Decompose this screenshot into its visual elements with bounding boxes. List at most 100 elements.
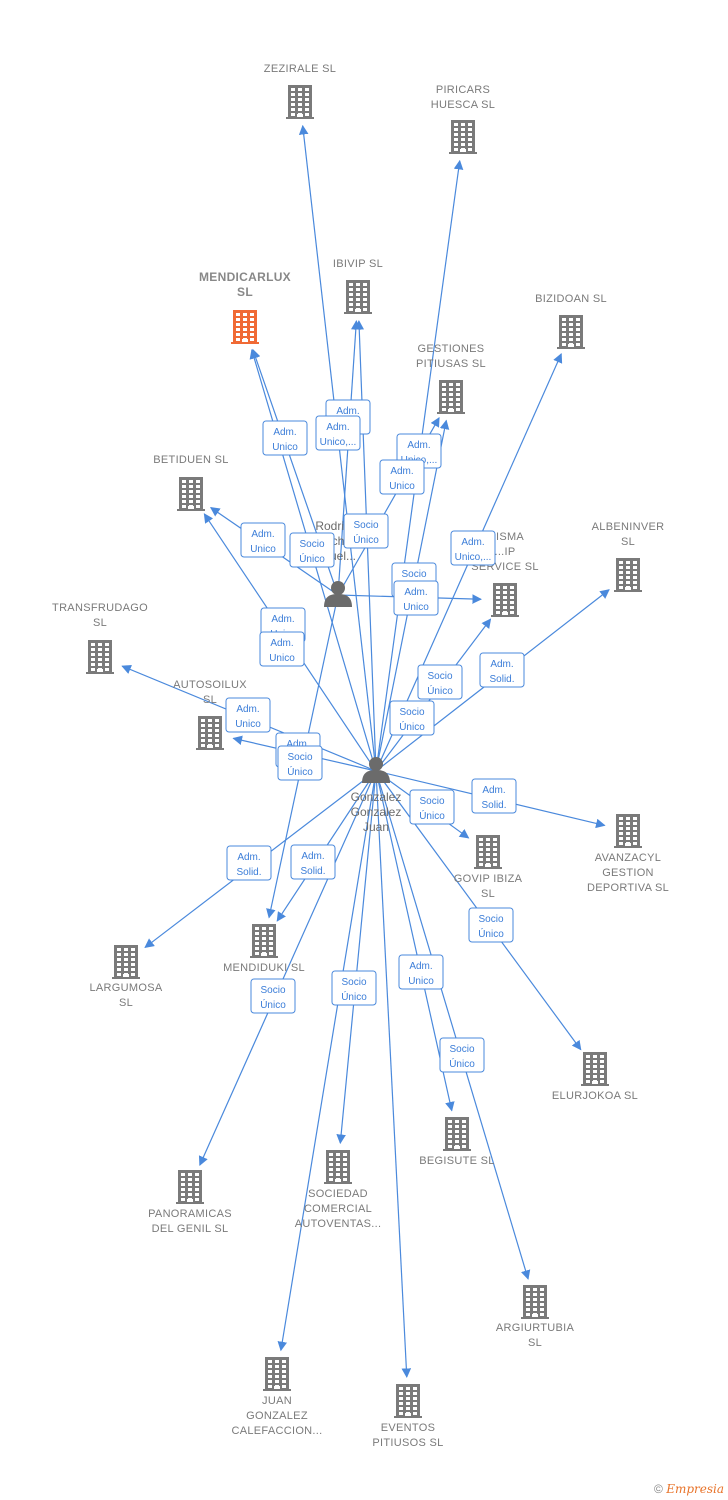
edge-role-text: Único	[427, 684, 453, 697]
edge-role-text: Único	[353, 533, 379, 546]
edge-role-label[interactable]: Adm.Unico	[398, 954, 444, 990]
edge-role-text: Socio	[427, 671, 452, 682]
edge-role-text: Socio	[401, 569, 426, 580]
company-node-juangonzalez[interactable]: JUANGONZALEZCALEFACCION...	[232, 1357, 323, 1437]
edge-role-text: Solid.	[236, 867, 261, 878]
edge-role-text: Adm.	[270, 638, 293, 649]
edge-role-label[interactable]: Adm.Solid.	[226, 845, 272, 881]
building-icon[interactable]	[614, 558, 642, 592]
edge-role-text: Socio	[419, 796, 444, 807]
footer-brand[interactable]: © Empresia	[654, 1482, 724, 1496]
edge-role-text: Adm.	[482, 785, 505, 796]
edge-role-text: Adm.	[251, 529, 274, 540]
building-icon[interactable]	[324, 1150, 352, 1184]
person-icon	[324, 581, 352, 607]
building-icon[interactable]	[614, 814, 642, 848]
building-icon[interactable]	[86, 640, 114, 674]
edge-role-label[interactable]: Adm.Unico	[259, 631, 305, 667]
company-label: MENDIDUKI SL	[223, 962, 305, 974]
company-label: PITIUSAS SL	[416, 358, 486, 370]
edge-role-label[interactable]: Adm.Unico,...	[450, 530, 496, 566]
company-label: ALBENINVER	[592, 521, 665, 533]
edge-role-label[interactable]: Adm.Unico	[240, 522, 286, 558]
edge-role-text: Unico	[408, 976, 434, 987]
company-label: SL	[119, 997, 133, 1009]
building-icon[interactable]	[263, 1357, 291, 1391]
company-node-bizidoan[interactable]: BIZIDOAN SL	[535, 293, 607, 349]
building-icon[interactable]	[177, 477, 205, 511]
building-icon[interactable]	[196, 716, 224, 750]
building-icon[interactable]	[443, 1117, 471, 1151]
building-icon[interactable]	[449, 120, 477, 154]
company-node-elurjokoa[interactable]: ELURJOKOA SL	[552, 1052, 638, 1102]
relation-edge	[336, 770, 377, 1145]
edge-role-text: Solid.	[489, 674, 514, 685]
company-label: AVANZACYL	[595, 852, 661, 864]
company-node-sociedad[interactable]: SOCIEDADCOMERCIALAUTOVENTAS...	[295, 1150, 382, 1230]
company-label: PITIUSOS SL	[372, 1437, 443, 1449]
edge-role-label[interactable]: Adm.Solid.	[479, 652, 525, 688]
company-node-zezirale[interactable]: ZEZIRALE SL	[264, 63, 336, 119]
edge-role-text: Unico	[272, 442, 298, 453]
company-label: SL	[237, 285, 253, 299]
edge-role-label[interactable]: Adm.Unico	[393, 580, 439, 616]
building-icon[interactable]	[176, 1170, 204, 1204]
company-label: ZEZIRALE SL	[264, 63, 336, 75]
building-icon[interactable]	[557, 315, 585, 349]
building-icon[interactable]	[286, 85, 314, 119]
edge-role-label[interactable]: Adm. Solid.	[290, 844, 336, 880]
building-icon[interactable]	[474, 835, 502, 869]
company-node-ibivip[interactable]: IBIVIP SL	[333, 258, 383, 314]
building-icon[interactable]	[394, 1384, 422, 1418]
edge-role-label[interactable]: Adm.Unico	[225, 697, 271, 733]
edge-role-text: Socio	[399, 707, 424, 718]
company-node-begisute[interactable]: BEGISUTE SL	[419, 1117, 494, 1167]
building-icon[interactable]	[112, 945, 140, 979]
company-label: BEGISUTE SL	[419, 1155, 494, 1167]
brand-name: Empresia	[666, 1482, 724, 1496]
building-icon[interactable]	[521, 1285, 549, 1319]
edge-role-text: Solid.	[300, 866, 325, 877]
building-icon[interactable]	[437, 380, 465, 414]
company-label: AUTOVENTAS...	[295, 1218, 382, 1230]
building-icon[interactable]	[250, 924, 278, 958]
edge-role-text: Único	[260, 998, 286, 1011]
edge-role-label[interactable]: Adm. Unico	[262, 420, 308, 456]
edge-role-label[interactable]: Adm.Unico,...	[315, 415, 361, 451]
edge-role-text: Adm.	[273, 427, 296, 438]
company-label: ELURJOKOA SL	[552, 1090, 638, 1102]
building-icon[interactable]	[581, 1052, 609, 1086]
edge-role-text: Adm.	[301, 851, 324, 862]
edge-role-text: Único	[399, 720, 425, 733]
company-node-betiduen[interactable]: BETIDUEN SL	[153, 454, 228, 511]
company-node-mendiduki[interactable]: MENDIDUKI SL	[223, 924, 305, 974]
building-icon[interactable]	[231, 310, 259, 344]
edge-role-label[interactable]: Adm.Unico	[379, 459, 425, 495]
building-icon[interactable]	[491, 583, 519, 617]
edge-role-label[interactable]: Adm.Solid.	[471, 778, 517, 814]
building-icon[interactable]	[344, 280, 372, 314]
